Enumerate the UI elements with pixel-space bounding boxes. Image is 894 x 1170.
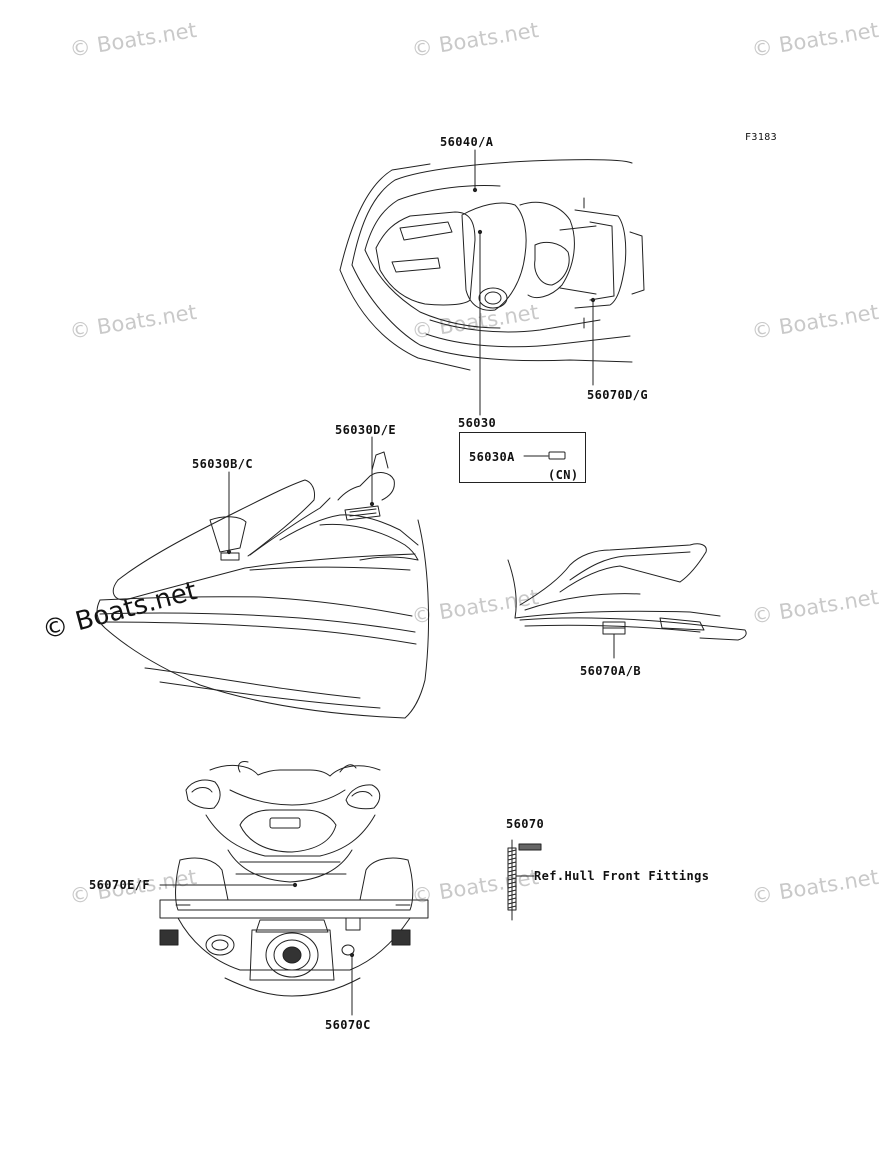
callout-56070E-F: 56070E/F [89, 878, 150, 892]
callout-56040-A: 56040/A [440, 135, 494, 149]
cn-variant-box [459, 432, 586, 483]
top-view-hull [339, 159, 645, 371]
callout-56030D-E: 56030D/E [335, 423, 396, 437]
callout-56070A-B: 56070A/B [580, 664, 641, 678]
rear-view [159, 761, 429, 997]
callout-56070D-G: 56070D/G [587, 388, 648, 402]
callout-ref-hull-front-fittings: Ref.Hull Front Fittings [534, 869, 710, 883]
part-symbol [548, 451, 566, 460]
hull-front-fitting [507, 839, 542, 921]
side-view-bow [96, 451, 429, 719]
side-view-stern [507, 543, 747, 641]
callout-56030: 56030 [458, 416, 497, 430]
callout-56030A: 56030A [469, 450, 515, 464]
callout-cn: (CN) [548, 468, 579, 482]
callout-56030B-C: 56030B/C [192, 457, 253, 471]
callout-56070: 56070 [506, 817, 545, 831]
figure-code: F3183 [745, 132, 778, 143]
decal-56030B-C [220, 552, 240, 561]
callout-56070C: 56070C [325, 1018, 371, 1032]
